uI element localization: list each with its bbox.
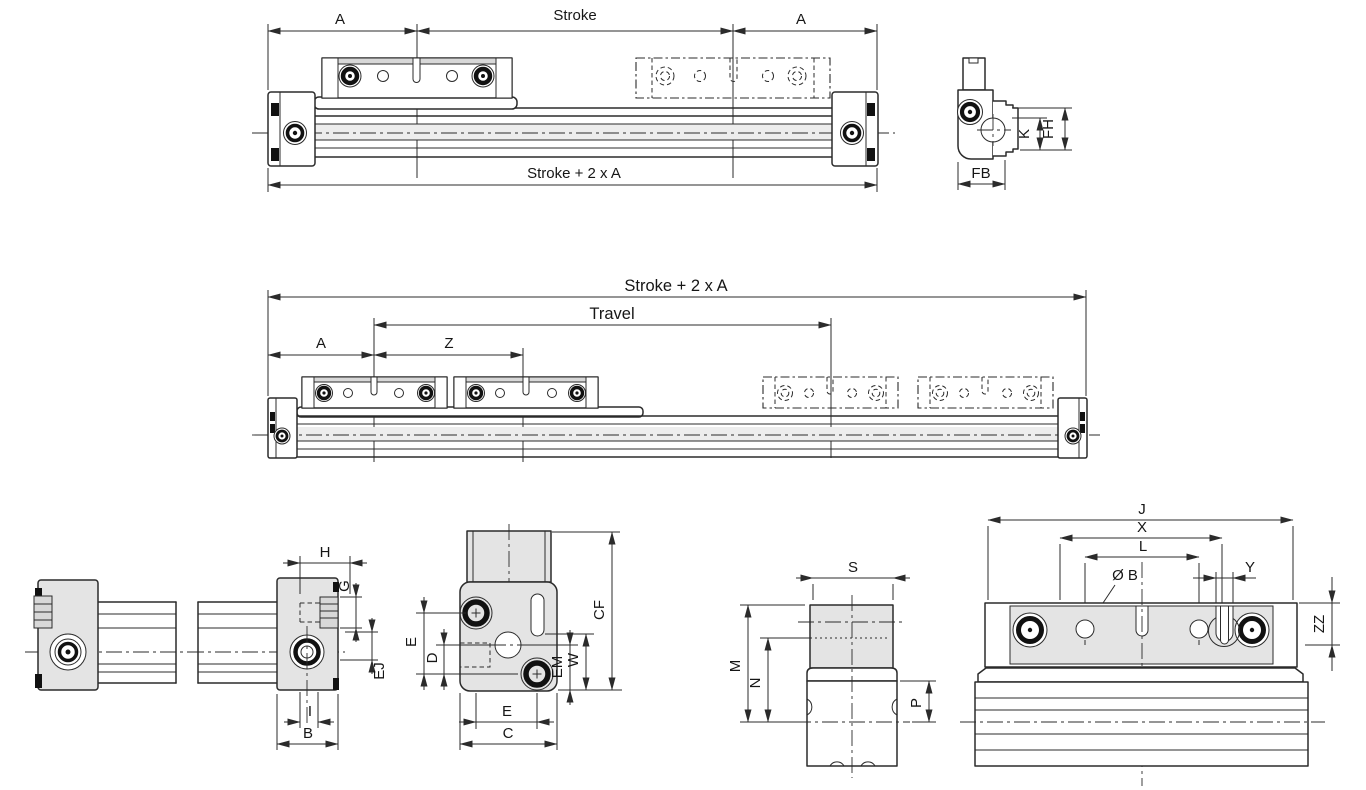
- cross-section-view: S M N P: [727, 559, 936, 778]
- dim-label-h: H: [320, 544, 331, 561]
- dim-label-g: G: [336, 580, 353, 592]
- phantom-carriage-1: [762, 376, 899, 409]
- dim-label-stroke: Stroke: [553, 7, 596, 24]
- end-cap-view: FH K FB: [957, 57, 1072, 190]
- dim-label-overall-mid: Stroke + 2 x A: [624, 277, 727, 295]
- dim-label-p: P: [908, 698, 925, 708]
- dim-label-e-horiz: E: [502, 703, 512, 720]
- dowel-hole: [377, 70, 389, 82]
- mount-screw: [338, 64, 362, 88]
- dim-label-m: M: [727, 660, 744, 673]
- side-slot: [530, 593, 545, 637]
- phantom-carriage-top-view: [635, 57, 831, 99]
- carriage-base-plate: [313, 96, 518, 110]
- end-block-body: [276, 577, 339, 691]
- dim-label-zz: ZZ: [1311, 615, 1328, 633]
- dim-label-e-vert: E: [403, 637, 420, 647]
- dim-label-n: N: [747, 678, 764, 689]
- dim-label-i: I: [308, 703, 312, 720]
- dim-label-b: B: [303, 725, 313, 742]
- end-block-right: [1057, 397, 1088, 459]
- adjust-slot-inner: [1220, 605, 1229, 645]
- carriage-1: [301, 376, 448, 409]
- rail-body-middle: [252, 415, 1100, 458]
- end-view-plain: [25, 579, 190, 691]
- dim-label-em: EM: [549, 656, 566, 679]
- mount-hole: [1189, 619, 1209, 639]
- rail-profile-edge: [992, 100, 1019, 157]
- carriage-top-view: [321, 57, 513, 99]
- phantom-carriage-2: [917, 376, 1054, 409]
- dowel-hole: [446, 70, 458, 82]
- dim-label-z: Z: [444, 335, 453, 352]
- carriage-screw: [520, 657, 554, 691]
- carriage-2: [453, 376, 599, 409]
- mount-hole: [1075, 619, 1095, 639]
- carriage-section: [809, 604, 894, 669]
- carriage-screw: [1234, 612, 1270, 648]
- dim-label-x: X: [1137, 519, 1147, 536]
- end-view-port: H G EJ I B: [188, 544, 388, 750]
- dim-label-d: D: [424, 652, 441, 663]
- dim-label-y: Y: [1245, 559, 1255, 576]
- cushion-screw: [957, 99, 983, 125]
- dim-label-cf: CF: [591, 600, 608, 620]
- carriage-screw: [1012, 612, 1048, 648]
- threaded-port: [319, 596, 339, 629]
- dim-label-c: C: [503, 725, 514, 742]
- rail-body-top: [252, 107, 895, 158]
- top-plan-view: A Stroke A Stroke + 2 x A: [252, 7, 895, 192]
- dim-label-overall-top: Stroke + 2 x A: [527, 165, 621, 182]
- dim-label-travel: Travel: [589, 305, 634, 323]
- carriage-face-view: E D E C EM W CF: [403, 524, 622, 750]
- end-block-right: [831, 91, 879, 167]
- reference-notch: [412, 57, 421, 83]
- rail-flange: [977, 667, 1304, 683]
- cushion-adjuster: [49, 633, 87, 671]
- dim-label-k: K: [1016, 129, 1033, 139]
- rail-body-side: [960, 681, 1325, 767]
- hidden-port: [459, 642, 491, 668]
- dim-label-j: J: [1138, 501, 1146, 518]
- dim-label-a: A: [316, 335, 326, 352]
- dim-label-a-left: A: [335, 11, 345, 28]
- dim-label-fb: FB: [971, 165, 990, 182]
- end-block-left: [267, 91, 316, 167]
- middle-plan-view: Stroke + 2 x A Travel A Z: [252, 277, 1100, 462]
- dim-label-l: L: [1139, 538, 1147, 555]
- dim-label-s: S: [848, 559, 858, 576]
- dim-label-w: W: [565, 652, 582, 667]
- dim-label-hole-dia: Ø B: [1112, 567, 1138, 584]
- side-elevation-view: J X L Ø B Y ZZ: [960, 501, 1340, 786]
- mount-screw: [471, 64, 495, 88]
- dim-label-a-right: A: [796, 11, 806, 28]
- end-block-left: [267, 397, 298, 459]
- rail-flange-section: [806, 667, 898, 682]
- dim-label-fh: FH: [1040, 119, 1057, 139]
- dim-label-ej: EJ: [371, 662, 388, 680]
